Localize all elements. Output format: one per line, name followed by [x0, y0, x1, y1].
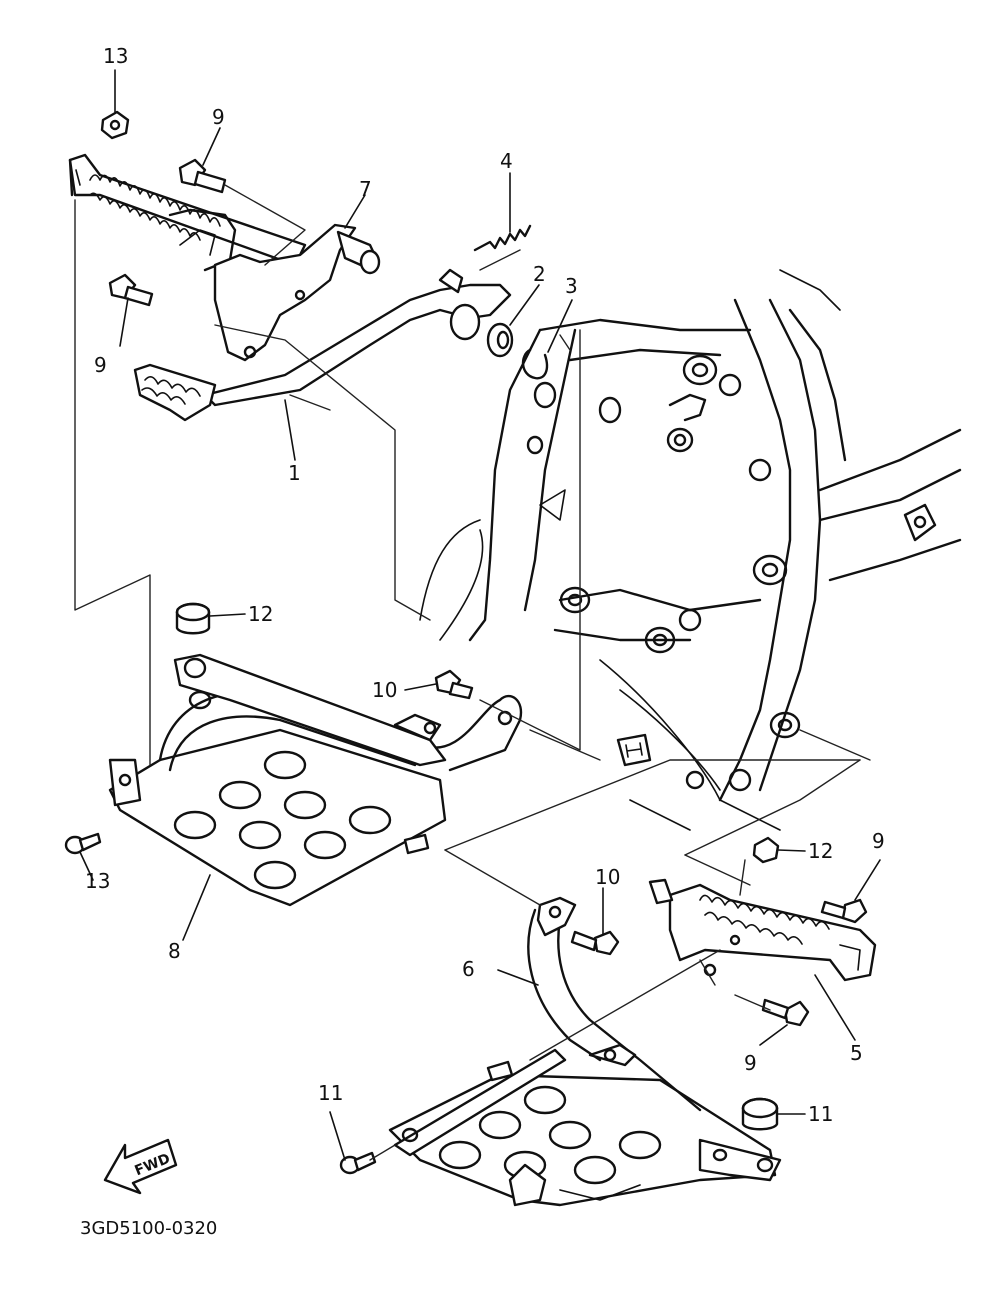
- callout-10: 10: [372, 678, 397, 702]
- callout-13: 11: [318, 1081, 343, 1105]
- callout-6: 6: [462, 957, 475, 981]
- callout-11: 12: [808, 839, 833, 863]
- bolt: [178, 158, 227, 194]
- callout-5: 5: [850, 1041, 863, 1065]
- foot-guard-right: [388, 896, 782, 1207]
- callout-3: 3: [565, 274, 578, 298]
- bolt: [820, 898, 868, 924]
- nut: [752, 836, 780, 864]
- callout-9: 9: [94, 353, 107, 377]
- rubber-damper: [175, 602, 211, 635]
- callout-9: 9: [212, 105, 225, 129]
- return-spring: [473, 224, 532, 252]
- diagram-code: 3GD5100-0320: [80, 1218, 217, 1239]
- assembly-guide-lines: [74, 184, 871, 1161]
- rubber-damper: [741, 1097, 779, 1131]
- callout-12: 11: [808, 1102, 833, 1126]
- callout-1: 1: [288, 461, 301, 485]
- brake-pedal: [133, 268, 512, 422]
- callout-4: 4: [500, 149, 513, 173]
- nut-hole: [109, 119, 121, 131]
- bolt: [108, 273, 154, 307]
- callout-8: 8: [168, 939, 181, 963]
- nut: [100, 110, 130, 140]
- callout-13: 13: [85, 869, 110, 893]
- foot-guard-left: [108, 653, 523, 907]
- leader-lines: [79, 69, 881, 1161]
- callout-11: 13: [103, 44, 128, 68]
- motorcycle-frame: [419, 269, 962, 831]
- callout-9: 9: [744, 1051, 757, 1075]
- callout-2: 2: [533, 262, 546, 286]
- bolt: [761, 998, 810, 1027]
- callout-7: 7: [359, 177, 372, 201]
- footrest-right: [648, 878, 877, 982]
- footrest-spring-clip-inner: [179, 229, 216, 256]
- callouts: 13 9 9 7 4 2 3 1 12 10 13 8 10 6 12 9 9 …: [85, 44, 885, 1126]
- callout-12: 12: [248, 602, 273, 626]
- screw: [64, 832, 102, 855]
- callout-9: 9: [872, 829, 885, 853]
- bolt: [434, 669, 474, 700]
- callout-10: 10: [595, 865, 620, 889]
- bolt: [570, 930, 620, 956]
- screw: [339, 1151, 377, 1175]
- footrest-bracket: [213, 223, 381, 362]
- forward-arrow: FWD: [103, 1138, 178, 1195]
- washer: [486, 322, 514, 358]
- cotter-clip: [521, 348, 549, 380]
